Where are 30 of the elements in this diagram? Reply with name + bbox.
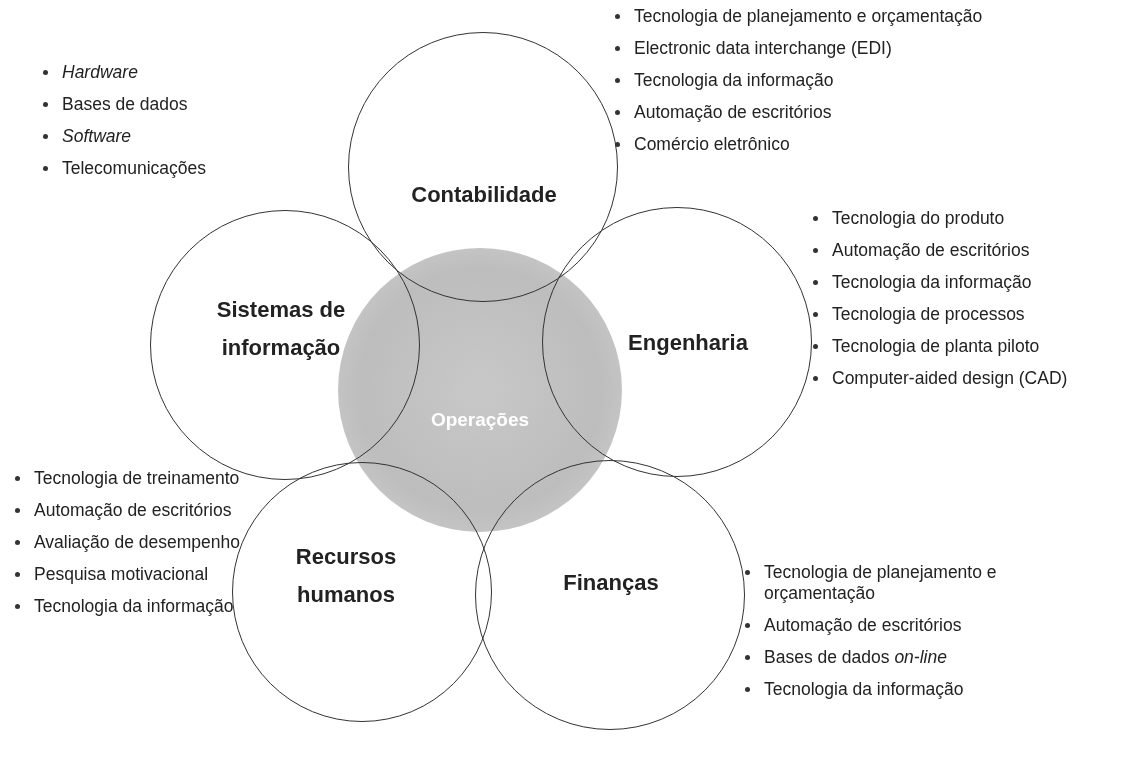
circle-label: Recursos humanos xyxy=(294,543,398,609)
bullet-item: Tecnologia de planejamento e orçamentação xyxy=(764,562,1064,604)
bullet-item: Electronic data interchange (EDI) xyxy=(634,38,1134,59)
circle-label: Engenharia xyxy=(628,329,748,357)
bullet-item: Tecnologia do produto xyxy=(832,208,1134,229)
bullet-item: Avaliação de desempenho xyxy=(34,532,264,553)
bullet-item: Pesquisa motivacional xyxy=(34,564,264,585)
bullet-item: Tecnologia de planta piloto xyxy=(832,336,1134,357)
bullet-item: Hardware xyxy=(62,62,342,83)
bullet-item: Computer-aided design (CAD) xyxy=(832,368,1134,389)
circle-label: Contabilidade xyxy=(411,181,557,209)
bullet-item: Comércio eletrônico xyxy=(634,134,1134,155)
bullet-item: Automação de escritórios xyxy=(832,240,1134,261)
bullet-item: Tecnologia da informação xyxy=(832,272,1134,293)
bullet-item: Tecnologia de planejamento e orçamentação xyxy=(634,6,1134,27)
bullet-item: Automação de escritórios xyxy=(34,500,264,521)
bullet-item: Bases de dados xyxy=(62,94,342,115)
circle-label: Operações xyxy=(430,408,530,432)
bullet-item: Software xyxy=(62,126,342,147)
bullet-item: Tecnologia de treinamento xyxy=(34,468,264,489)
bullet-item: Telecomunicações xyxy=(62,158,342,179)
bullet-item: Tecnologia de processos xyxy=(832,304,1134,325)
bullet-item: Tecnologia da informação xyxy=(634,70,1134,91)
bullet-item: Automação de escritórios xyxy=(634,102,1134,123)
circle-label: Sistemas de informação xyxy=(215,296,347,362)
circle-label: Finanças xyxy=(563,569,659,597)
bullet-item: Tecnologia da informação xyxy=(764,679,1064,700)
bullet-item: Automação de escritórios xyxy=(764,615,1064,636)
bullet-item: Tecnologia da informação xyxy=(34,596,264,617)
bullet-item: Bases de dados on-line xyxy=(764,647,1064,668)
